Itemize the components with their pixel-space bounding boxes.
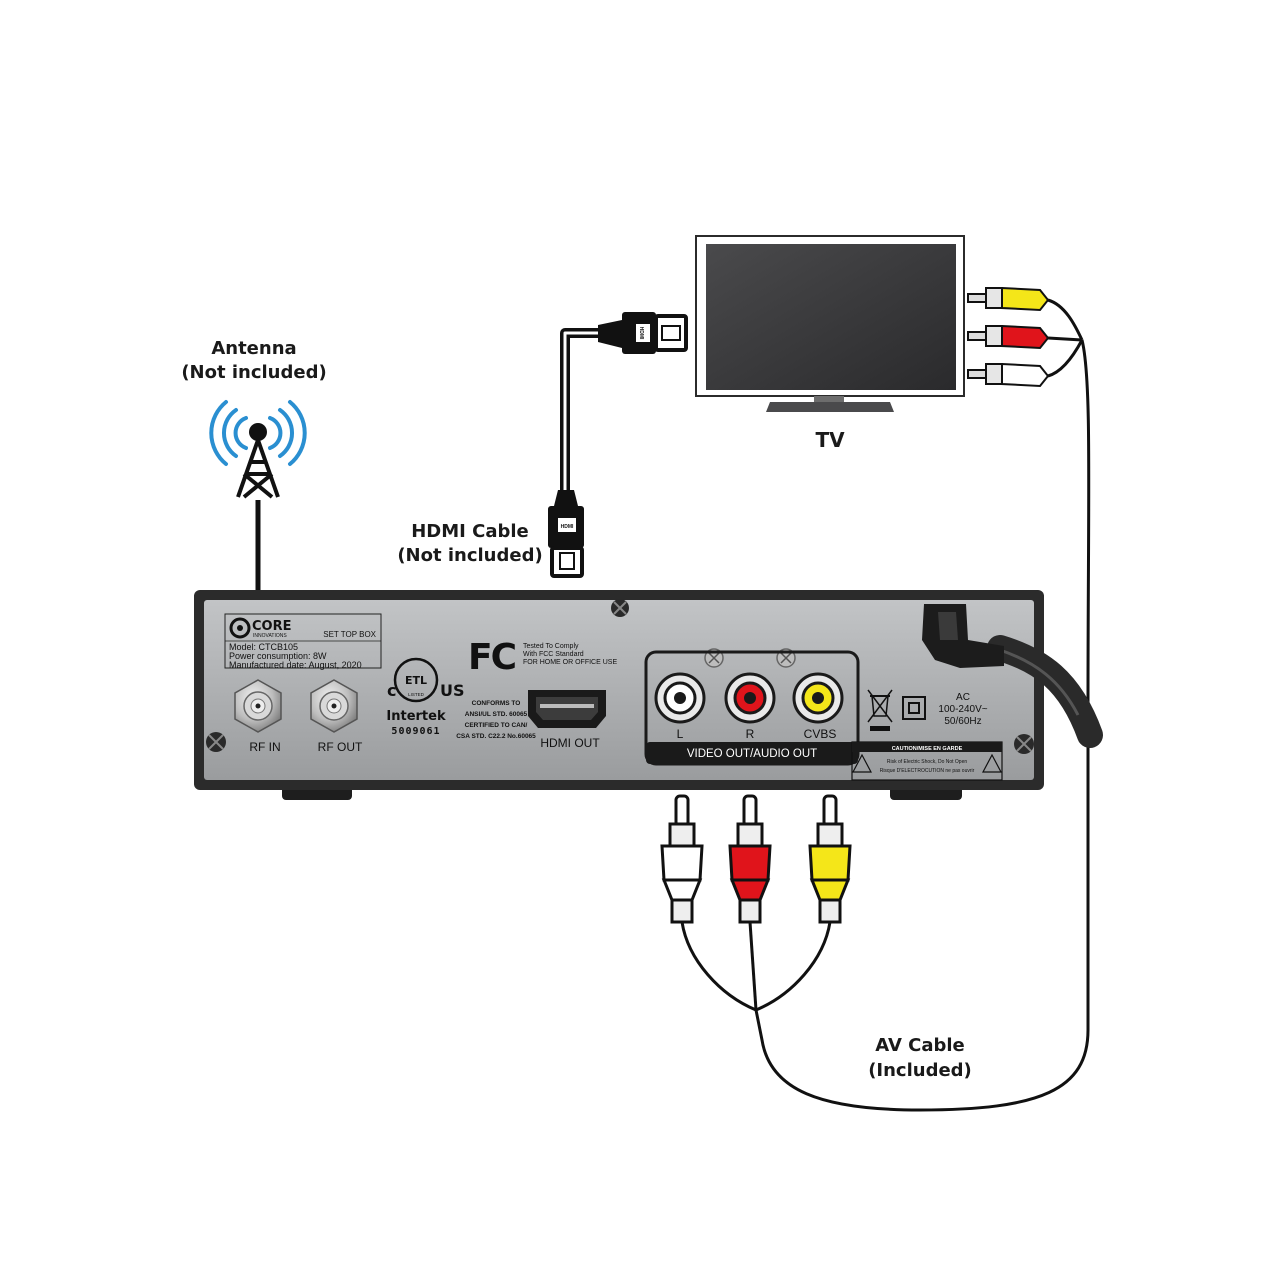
- date-text: Manufactured date: August, 2020: [229, 660, 362, 670]
- brand-sub: INNOVATIONS: [253, 633, 287, 639]
- product-label: CORE INNOVATIONS SET TOP BOX Model: CTCB…: [224, 613, 382, 670]
- warning-triangle-icon: [852, 753, 1002, 773]
- rca-plug-icon: [967, 286, 1050, 388]
- av-output-panel: [644, 650, 860, 766]
- rf-out-port: [310, 679, 358, 733]
- model-text: Model: CTCB105: [229, 642, 298, 652]
- conforms-line: ANSI/UL STD. 60065: [465, 711, 528, 718]
- etl-us: US: [440, 681, 465, 700]
- double-insulation-icon: [902, 696, 926, 720]
- antenna-label: Antenna: [211, 338, 296, 359]
- av-l-label: L: [677, 727, 684, 741]
- hdmi-plug-logo-top: HDMI: [638, 327, 644, 340]
- av-cable-label: AV Cable: [875, 1035, 965, 1056]
- etl-logo: ETL LISTED c US: [387, 657, 465, 703]
- hdmi-cable-label: HDMI Cable: [411, 521, 529, 542]
- caution-label: [851, 741, 1003, 781]
- etl-text: ETL: [405, 674, 427, 687]
- fcc-logo: FC: [468, 637, 516, 678]
- fcc-line-1: Tested To Comply: [523, 643, 579, 650]
- rf-in-port: [234, 679, 282, 733]
- power-text: Power consumption: 8W: [229, 651, 327, 661]
- conforms-line: CSA STD. C22.2 No.60065: [456, 733, 536, 740]
- caution-title: CAUTION/MISE EN GARDE: [892, 746, 963, 752]
- caution-line-1: Risk of Electric Shock, Do Not Open: [887, 759, 968, 765]
- rf-in-label: RF IN: [249, 740, 280, 754]
- hdmi-plug-icon: HDMI: [560, 312, 688, 490]
- intertek-text: Intertek: [386, 709, 446, 724]
- av-cable-wire: [754, 339, 1091, 1112]
- voltage-label: 100-240V~: [938, 704, 987, 715]
- fcc-line-2: With FCC Standard: [523, 651, 584, 658]
- brand-name: CORE: [252, 619, 291, 634]
- tv-label: TV: [815, 428, 845, 452]
- etl-c: c: [387, 681, 396, 700]
- ac-label: AC: [956, 692, 970, 703]
- frequency-label: 50/60Hz: [944, 716, 981, 727]
- tv-icon: [695, 235, 965, 412]
- conforms-line: CERTIFIED TO CAN/: [465, 722, 528, 729]
- product-name: SET TOP BOX: [323, 630, 376, 639]
- intertek-number: 5009061: [391, 726, 440, 737]
- antenna-tower-icon: [209, 400, 307, 499]
- etl-listed: LISTED: [408, 692, 425, 697]
- hdmi-cable-sublabel: (Not included): [397, 545, 542, 566]
- av-cable-sublabel: (Included): [868, 1060, 972, 1081]
- rf-out-label: RF OUT: [318, 740, 363, 754]
- conforms-line: CONFORMS TO: [472, 700, 521, 707]
- antenna-sublabel: (Not included): [181, 362, 326, 383]
- rca-plug-icon: [660, 794, 852, 924]
- hdmi-out-label: HDMI OUT: [540, 736, 600, 750]
- hdmi-plug-logo-bottom: HDMI: [561, 524, 574, 530]
- hdmi-plug-icon: HDMI: [548, 490, 584, 578]
- av-cvbs-label: CVBS: [804, 727, 837, 741]
- weee-bin-icon: [867, 689, 893, 731]
- av-r-label: R: [746, 727, 755, 741]
- conforms-text: CONFORMS TO ANSI/UL STD. 60065 CERTIFIED…: [456, 700, 536, 740]
- fcc-line-3: FOR HOME OR OFFICE USE: [523, 659, 617, 666]
- av-panel-label: VIDEO OUT/AUDIO OUT: [687, 748, 817, 760]
- caution-line-2: Risque D'ELECTROCUTION ne pas ouvrir: [880, 768, 975, 774]
- hdmi-out-port: [528, 690, 606, 728]
- set-top-box: [194, 590, 1103, 800]
